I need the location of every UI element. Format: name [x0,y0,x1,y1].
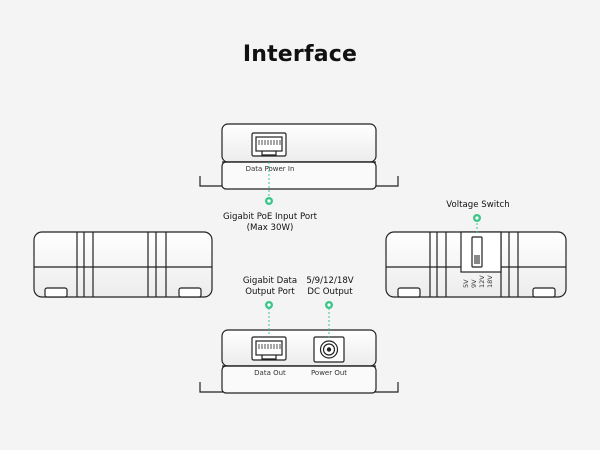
voltage-option-12v: 12V [478,275,486,288]
device-right-side-view [385,231,567,298]
dc-output-callout-line2: DC Output [307,287,353,297]
poe-input-callout-line1: Gigabit PoE Input Port [222,212,318,222]
device-left-side-view [33,231,213,298]
voltage-switch-icon [460,231,502,273]
device-top-body-upper [221,123,377,163]
dc-output-callout-line1: 5/9/12/18V [306,276,354,286]
port-label-power-out: Power Out [311,369,347,377]
voltage-switch-callout: Voltage Switch [446,200,510,210]
voltage-options: 5V 9V 12V 18V [462,275,494,288]
data-output-callout-line2: Output Port [245,287,295,297]
device-top-view [199,123,399,190]
dc-jack-icon [313,336,345,363]
left-foot-1 [44,287,68,298]
data-output-callout-line1: Gigabit Data [242,276,298,286]
voltage-option-5v: 5V [462,279,470,288]
rj45-port-in-icon [251,132,287,157]
device-bottom-view [199,329,399,394]
dc-output-callout: 5/9/12/18V DC Output [290,276,370,298]
poe-input-callout: Gigabit PoE Input Port (Max 30W) [205,212,335,234]
data-output-callout: Gigabit Data Output Port [230,276,310,298]
poe-input-callout-line2: (Max 30W) [246,223,294,233]
voltage-option-18v: 18V [486,275,494,288]
rj45-port-out-icon [251,336,287,361]
page-title: Interface [242,42,358,67]
voltage-option-9v: 9V [470,279,478,288]
left-foot-2 [178,287,202,298]
port-label-data-out: Data Out [254,369,286,377]
port-label-data-power-in: Data Power In [246,165,295,173]
